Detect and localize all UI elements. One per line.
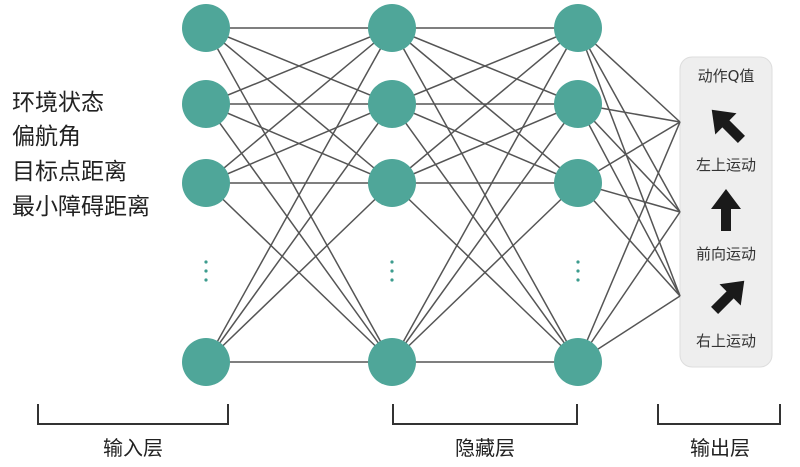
connection-line <box>391 27 579 105</box>
neuron-node <box>554 159 602 207</box>
nodes <box>182 4 602 386</box>
connection-line <box>391 27 579 184</box>
connection-line <box>391 103 579 363</box>
action-label-up-right: 右上运动 <box>695 332 757 350</box>
neuron-node <box>368 338 416 386</box>
arrow-up-left-icon <box>711 109 745 143</box>
output-layer-label: 输出层 <box>690 436 750 460</box>
ellipsis-dot <box>204 269 208 273</box>
connections <box>205 27 579 363</box>
neuron-node <box>554 338 602 386</box>
ellipsis-dot <box>576 278 580 282</box>
ellipsis-dot <box>390 260 394 264</box>
state-input-env: 环境状态 <box>12 90 104 116</box>
neuron-node <box>182 159 230 207</box>
state-input-target-distance: 目标点距离 <box>12 159 127 185</box>
arrow-shape <box>711 109 745 143</box>
ellipsis-dots <box>204 260 580 282</box>
neuron-node <box>182 4 230 52</box>
neuron-node <box>554 4 602 52</box>
output-connection-line <box>577 211 681 363</box>
input-layer-label: 输入层 <box>103 436 163 460</box>
ellipsis-dot <box>204 260 208 264</box>
connection-line <box>391 27 579 363</box>
neuron-node <box>182 338 230 386</box>
ellipsis-dot <box>390 269 394 273</box>
hidden-layer-label: 隐藏层 <box>455 436 515 460</box>
connection-line <box>391 182 579 363</box>
hidden-layer-bracket <box>392 404 578 425</box>
ellipsis-dot <box>576 269 580 273</box>
connection-line <box>205 27 393 105</box>
action-label-forward: 前向运动 <box>695 245 757 263</box>
output-connection-line <box>577 27 681 297</box>
connection-line <box>391 103 579 184</box>
arrow-up-icon <box>711 189 741 231</box>
output-connection-line <box>577 27 681 213</box>
connection-line <box>205 27 393 363</box>
ellipsis-dot <box>390 278 394 282</box>
neuron-node <box>554 80 602 128</box>
output-connection-line <box>577 121 681 363</box>
output-layer-bracket <box>657 404 781 425</box>
arrow-shape <box>711 189 741 231</box>
neuron-node <box>368 80 416 128</box>
ellipsis-dot <box>204 278 208 282</box>
neuron-node <box>368 159 416 207</box>
ellipsis-dot <box>576 260 580 264</box>
neuron-node <box>368 4 416 52</box>
connection-line <box>205 103 393 184</box>
connection-line <box>205 103 393 363</box>
arrow-shape <box>711 280 745 314</box>
action-label-up-left: 左上运动 <box>695 156 757 174</box>
input-layer-bracket <box>37 404 229 425</box>
arrow-up-right-icon <box>711 280 745 314</box>
layer-brackets <box>37 404 781 425</box>
connection-line <box>205 27 393 184</box>
output-connection-line <box>577 182 681 297</box>
connection-line <box>205 182 393 363</box>
action-arrows <box>711 109 745 314</box>
output-connection-line <box>577 103 681 297</box>
state-input-min-obstacle-distance: 最小障碍距离 <box>12 194 150 220</box>
output-connection-line <box>577 103 681 213</box>
output-title: 动作Q值 <box>697 67 755 85</box>
neuron-node <box>182 80 230 128</box>
state-input-yaw: 偏航角 <box>12 124 81 150</box>
